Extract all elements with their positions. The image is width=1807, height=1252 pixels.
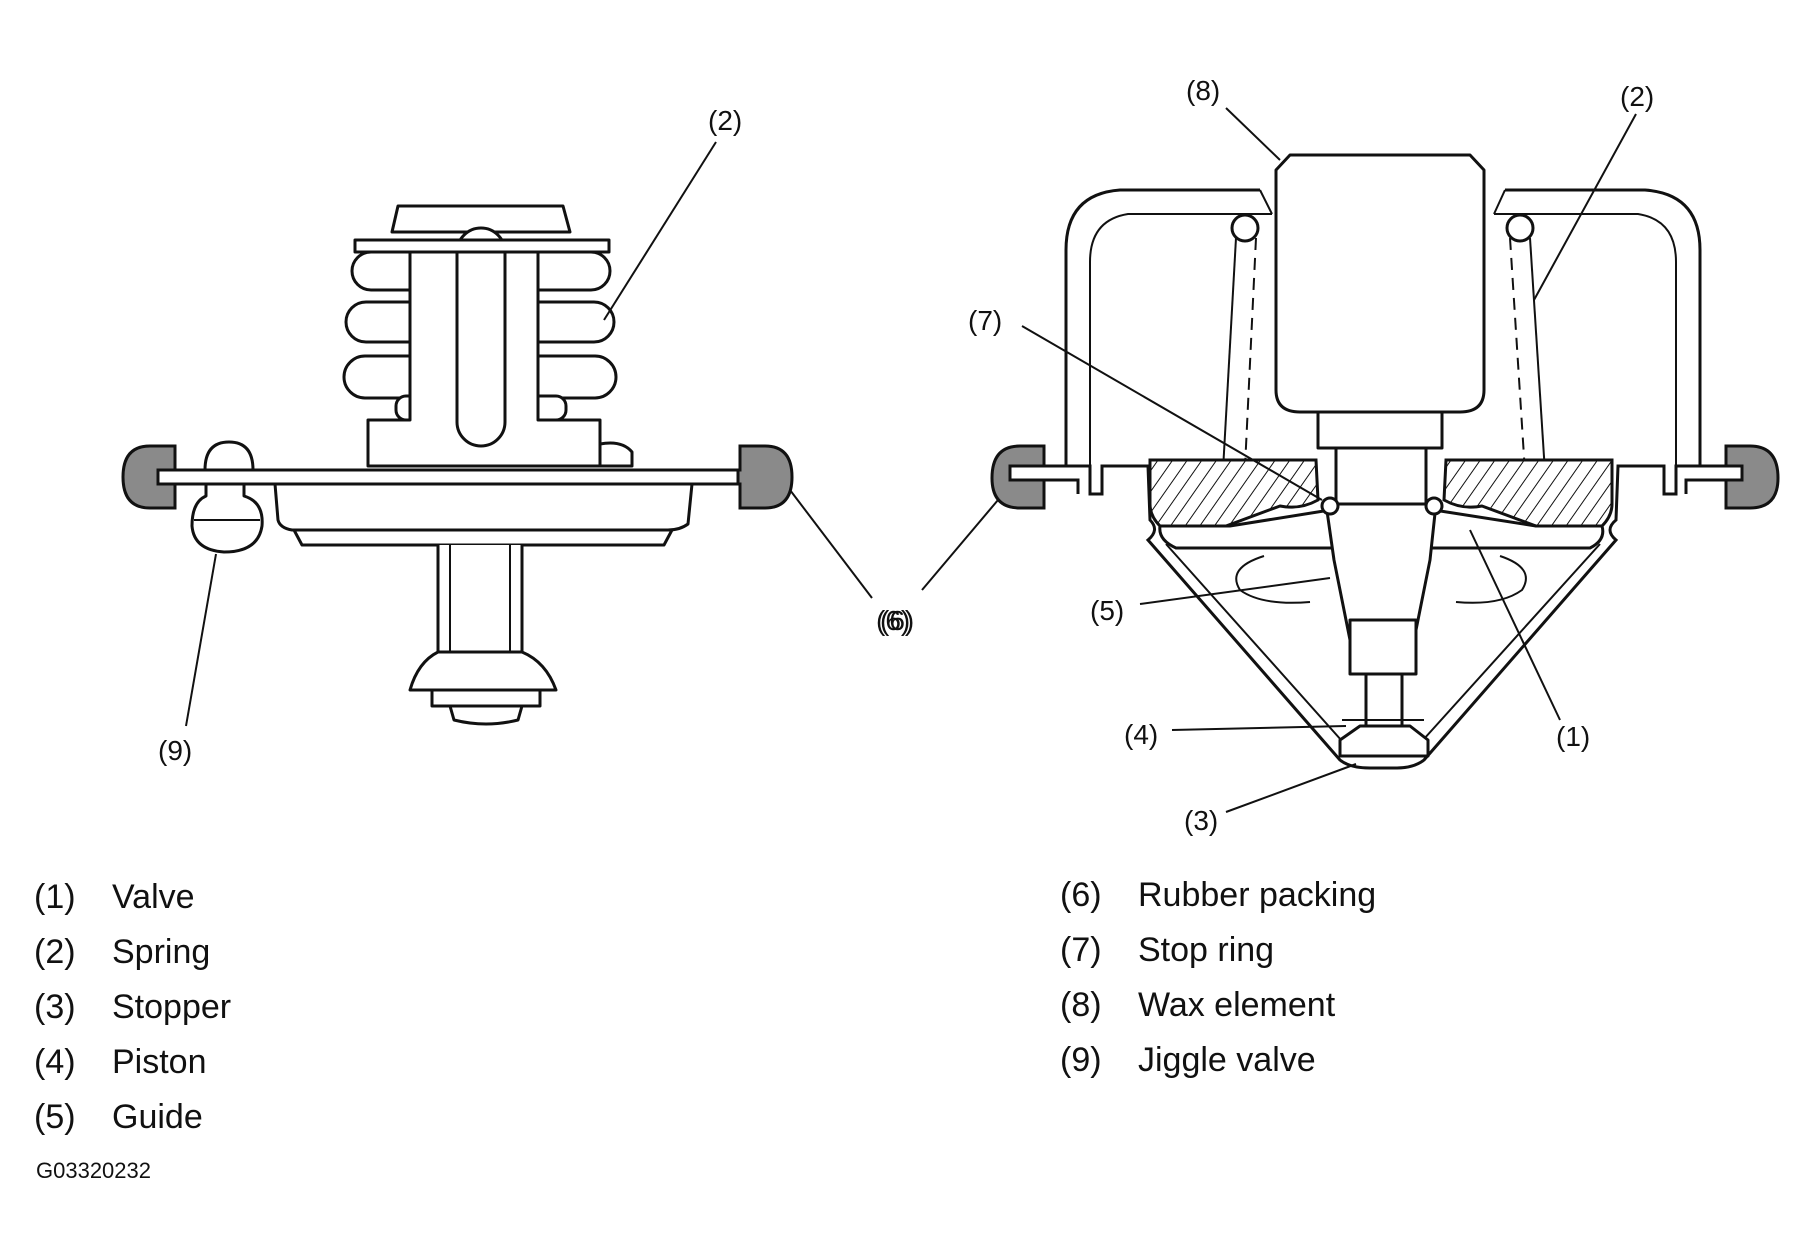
legend-item-rubber-packing: (6) Rubber packing [1060,868,1376,923]
legend-right: (6) Rubber packing (7) Stop ring (8) Wax el… [1060,868,1376,1088]
thermostat-cross-section: (8) (2) (7) (6) (5) (4) (1) (3) [880,75,1780,836]
callout-left-rubber-packing: (6) [876,605,910,636]
callout-right-rubber-packing: (6) [880,605,914,636]
rubber-packing-left [121,444,177,510]
leader-right-6 [921,499,999,591]
legend-item-guide: (5) Guide [34,1090,231,1145]
leader-right-4 [1171,725,1347,731]
callout-right-spring: (2) [1620,81,1654,112]
callout-right-stopper: (3) [1184,805,1218,836]
legend-label: Valve [112,878,195,916]
rubber-packing-cs-right [1724,444,1780,510]
legend-number: (4) [34,1043,76,1081]
legend-number: (6) [1060,876,1102,914]
legend-label: Guide [112,1098,203,1136]
piston-rod [1348,618,1418,676]
leader-right-8 [1225,107,1281,161]
stopper [1338,724,1430,758]
legend-number: (7) [1060,931,1102,969]
stop-ring-left [1320,496,1340,516]
jiggle-valve [190,482,264,554]
stem-foot [408,650,558,692]
leader-left-6 [789,489,873,599]
callout-left-spring: (2) [708,105,742,136]
callout-right-wax-element: (8) [1186,75,1220,106]
legend-item-stop-ring: (7) Stop ring [1060,923,1376,978]
leader-right-2 [1533,113,1637,301]
rubber-packing-right [736,444,794,510]
leader-left-2 [603,141,717,321]
top-plate [353,238,611,254]
piston [1364,672,1404,728]
callout-right-valve: (1) [1556,721,1590,752]
leader-left-9 [185,553,217,727]
callout-left-jiggle-valve: (9) [158,735,192,766]
jiggle-valve-top [203,440,255,472]
thermostat-external-view: (2) (6) (9) [121,105,910,766]
stop-ring-right [1424,496,1444,516]
valve-seat [1148,458,1320,528]
legend-item-piston: (4) Piston [34,1035,231,1090]
valve-plate-dome [273,482,694,532]
frame-bridge-inner [1089,213,1677,466]
leader-right-3 [1225,763,1357,813]
legend-label: Wax element [1138,986,1336,1024]
leader-right-5 [1139,577,1331,605]
leader-right-1 [1469,529,1561,721]
leader-right-7 [1021,325,1323,501]
legend-label: Piston [112,1043,207,1081]
wax-element [1274,153,1486,414]
figure-code: G03320232 [36,1158,151,1183]
legend-number: (2) [34,933,76,971]
flange-left-view [156,468,740,486]
legend-number: (8) [1060,986,1102,1024]
top-cap [390,204,572,234]
callout-right-guide: (5) [1090,595,1124,626]
flange-cross-section [1010,464,1742,770]
legend-item-valve: (1) Valve [34,870,231,925]
valve-plate [1158,508,1605,550]
legend-label: Spring [112,933,211,971]
frame-slot [455,226,507,448]
legend-label: Stop ring [1138,931,1275,969]
legend-label: Stopper [112,988,232,1026]
legend-left: (1)Valve (2)Spring (3)Stopper (4)Piston … [34,870,231,1145]
legend-number: (1) [34,878,76,916]
legend-item-stopper: (3) Stopper [34,980,231,1035]
legend-label: Jiggle valve [1138,1041,1316,1079]
callout-right-stop-ring: (7) [968,305,1002,336]
legend-item-jiggle-valve: (9) Jiggle valve [1060,1033,1376,1088]
legend-label: Rubber packing [1138,876,1377,914]
callout-right-piston: (4) [1124,719,1158,750]
legend-number: (5) [34,1098,76,1136]
frame-bridge-outer [1064,188,1702,466]
legend-item-wax-element: (8) Wax element [1060,978,1376,1033]
legend-number: (3) [34,988,76,1026]
rubber-packing-cs-left [990,444,1046,510]
legend-item-spring: (2) Spring [34,925,231,980]
legend-number: (9) [1060,1041,1102,1079]
